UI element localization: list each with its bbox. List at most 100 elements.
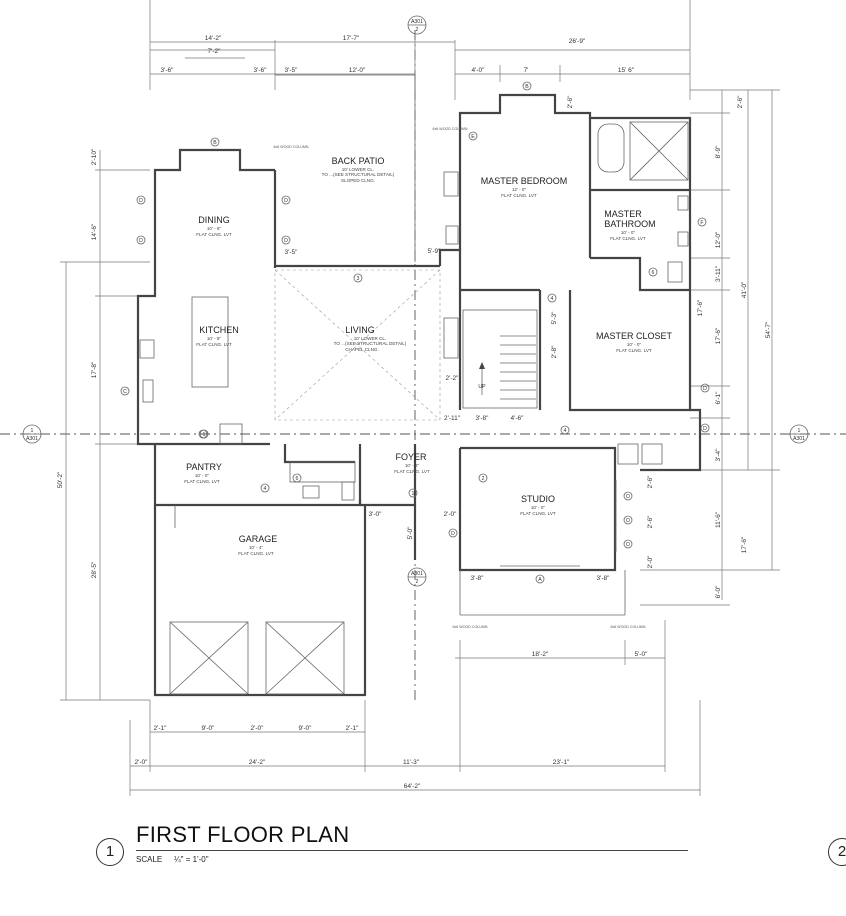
svg-text:FLAT CLNG. LVT: FLAT CLNG. LVT [184, 479, 220, 484]
svg-text:2: 2 [482, 476, 485, 482]
door-tag-1-b: 1 [199, 429, 209, 439]
section-tag-top-num: 2 [416, 27, 419, 33]
svg-text:50'-2": 50'-2" [57, 471, 64, 488]
window-tag-b-master: B [522, 81, 532, 91]
window-tag-a: A [535, 574, 545, 584]
svg-text:10' - 8": 10' - 8" [207, 336, 222, 341]
room-garage: GARAGE 10' - 4" FLAT CLNG. LVT [238, 534, 277, 556]
svg-text:LIVING: LIVING [345, 325, 375, 335]
svg-text:3'-8": 3'-8" [597, 575, 611, 582]
room-foyer: FOYER 10' - 8" FLAT CLNG. LVT [394, 452, 430, 474]
svg-text:3'-0": 3'-0" [369, 511, 383, 518]
svg-text:DINING: DINING [198, 215, 230, 225]
svg-text:2'-0": 2'-0" [135, 759, 149, 766]
svg-text:2'-0": 2'-0" [251, 725, 265, 732]
svg-text:D: D [284, 198, 288, 204]
svg-text:10' LOWER CL.: 10' LOWER CL. [354, 336, 387, 341]
svg-text:6'-0": 6'-0" [715, 585, 722, 599]
svg-text:11'-3": 11'-3" [403, 759, 420, 766]
svg-text:SLOPED CLNG.: SLOPED CLNG. [341, 178, 375, 183]
stair-up-label: UP [478, 384, 486, 390]
room-dining: DINING 10' - 8" FLAT CLNG. LVT [196, 215, 232, 237]
column-note-studio-right: 6x6 WOOD COLUMN [611, 625, 646, 629]
door-tag-6-b: 6 [292, 473, 302, 483]
svg-text:2'-0": 2'-0" [444, 511, 458, 518]
svg-text:2'-1": 2'-1" [154, 725, 168, 732]
column-note-patio: 6x6 WOOD COLUMN [274, 145, 309, 149]
svg-text:D: D [139, 198, 143, 204]
svg-text:2'-8": 2'-8" [551, 345, 558, 359]
section-tag-top-sheet: A301 [411, 19, 423, 25]
svg-text:2'-11": 2'-11" [444, 415, 461, 422]
svg-text:10' - 4": 10' - 4" [249, 545, 264, 550]
svg-text:1: 1 [203, 432, 206, 438]
section-tag-bottom: A301 2 [407, 567, 427, 587]
room-master-bathroom: MASTER BATHROOM 10' - 0" FLAT CLNG. LVT [604, 209, 655, 241]
svg-text:7': 7' [524, 67, 529, 74]
svg-text:D: D [703, 386, 707, 392]
svg-text:10' - 8": 10' - 8" [207, 226, 222, 231]
window-tag-d-2: D [136, 235, 146, 245]
svg-text:3'-5": 3'-5" [285, 249, 299, 256]
svg-text:24'-2": 24'-2" [249, 759, 266, 766]
svg-text:8'-9": 8'-9" [715, 145, 722, 159]
section-tag-left: 1 A301 [22, 424, 42, 444]
section-tag-left-num: 1 [31, 428, 34, 434]
svg-text:B: B [213, 140, 217, 146]
window-tag-d-6: D [700, 423, 710, 433]
svg-text:FLAT CLNG. LVT: FLAT CLNG. LVT [616, 348, 652, 353]
svg-text:C: C [123, 389, 127, 395]
svg-text:15' 6": 15' 6" [618, 67, 635, 74]
section-tag-top: A301 2 [407, 15, 427, 35]
room-studio: STUDIO 10' - 0" FLAT CLNG. LVT [520, 494, 556, 516]
svg-text:1: 1 [412, 491, 415, 497]
svg-text:3'-8": 3'-8" [476, 415, 490, 422]
svg-text:MASTER BEDROOM: MASTER BEDROOM [481, 176, 568, 186]
svg-text:BATHROOM: BATHROOM [604, 219, 655, 229]
svg-text:STUDIO: STUDIO [521, 494, 555, 504]
column-note-studio-left: 6x6 WOOD COLUMN [453, 625, 488, 629]
svg-text:4'-0": 4'-0" [472, 67, 486, 74]
svg-text:28'-5": 28'-5" [91, 561, 98, 578]
section-tag-right-num: 1 [798, 428, 801, 434]
svg-text:64'-2": 64'-2" [404, 783, 421, 790]
svg-text:17'-6": 17'-6" [741, 536, 748, 553]
svg-text:17'-6": 17'-6" [697, 299, 704, 316]
svg-text:MASTER CLOSET: MASTER CLOSET [596, 331, 673, 341]
svg-text:4'-6": 4'-6" [511, 415, 525, 422]
room-master-bedroom: MASTER BEDROOM 12' - 0" FLAT CLNG. LVT [481, 176, 568, 198]
window-tag-f: F [697, 217, 707, 227]
svg-text:17'-6": 17'-6" [715, 327, 722, 344]
svg-text:E: E [471, 134, 475, 140]
svg-text:4: 4 [551, 296, 554, 302]
svg-text:7'-2": 7'-2" [208, 48, 222, 55]
svg-text:11'-6": 11'-6" [715, 511, 722, 528]
room-master-closet: MASTER CLOSET 10' - 0" FLAT CLNG. LVT [596, 331, 673, 353]
title-underline [136, 850, 688, 851]
adjacent-view-number-badge: 2 [828, 838, 846, 866]
svg-text:12'-0": 12'-0" [715, 231, 722, 248]
svg-text:F: F [700, 220, 703, 226]
svg-text:FLAT CLNG. LVT: FLAT CLNG. LVT [610, 236, 646, 241]
svg-text:FLAT CLNG. LVT: FLAT CLNG. LVT [394, 469, 430, 474]
fixtures [139, 121, 689, 695]
column-note-master: 6x6 WOOD COLUMN [433, 127, 468, 131]
svg-text:2'-6": 2'-6" [737, 95, 744, 109]
window-tag-d-9: D [623, 515, 633, 525]
svg-text:54'-7": 54'-7" [765, 321, 772, 338]
svg-text:5'-0": 5'-0" [407, 526, 414, 540]
svg-text:A: A [538, 577, 542, 583]
door-tag-4-a: 4 [547, 293, 557, 303]
svg-text:4: 4 [264, 486, 267, 492]
svg-text:41'-0": 41'-0" [741, 281, 748, 298]
svg-text:5'-9": 5'-9" [428, 248, 442, 255]
svg-text:14'-2": 14'-2" [205, 35, 222, 42]
svg-text:KITCHEN: KITCHEN [199, 325, 239, 335]
svg-text:3'-11": 3'-11" [715, 265, 722, 282]
svg-text:5'-3": 5'-3" [551, 311, 558, 325]
svg-text:PANTRY: PANTRY [186, 462, 222, 472]
svg-text:D: D [626, 518, 630, 524]
window-tag-d-7: D [448, 528, 458, 538]
svg-text:D: D [703, 426, 707, 432]
